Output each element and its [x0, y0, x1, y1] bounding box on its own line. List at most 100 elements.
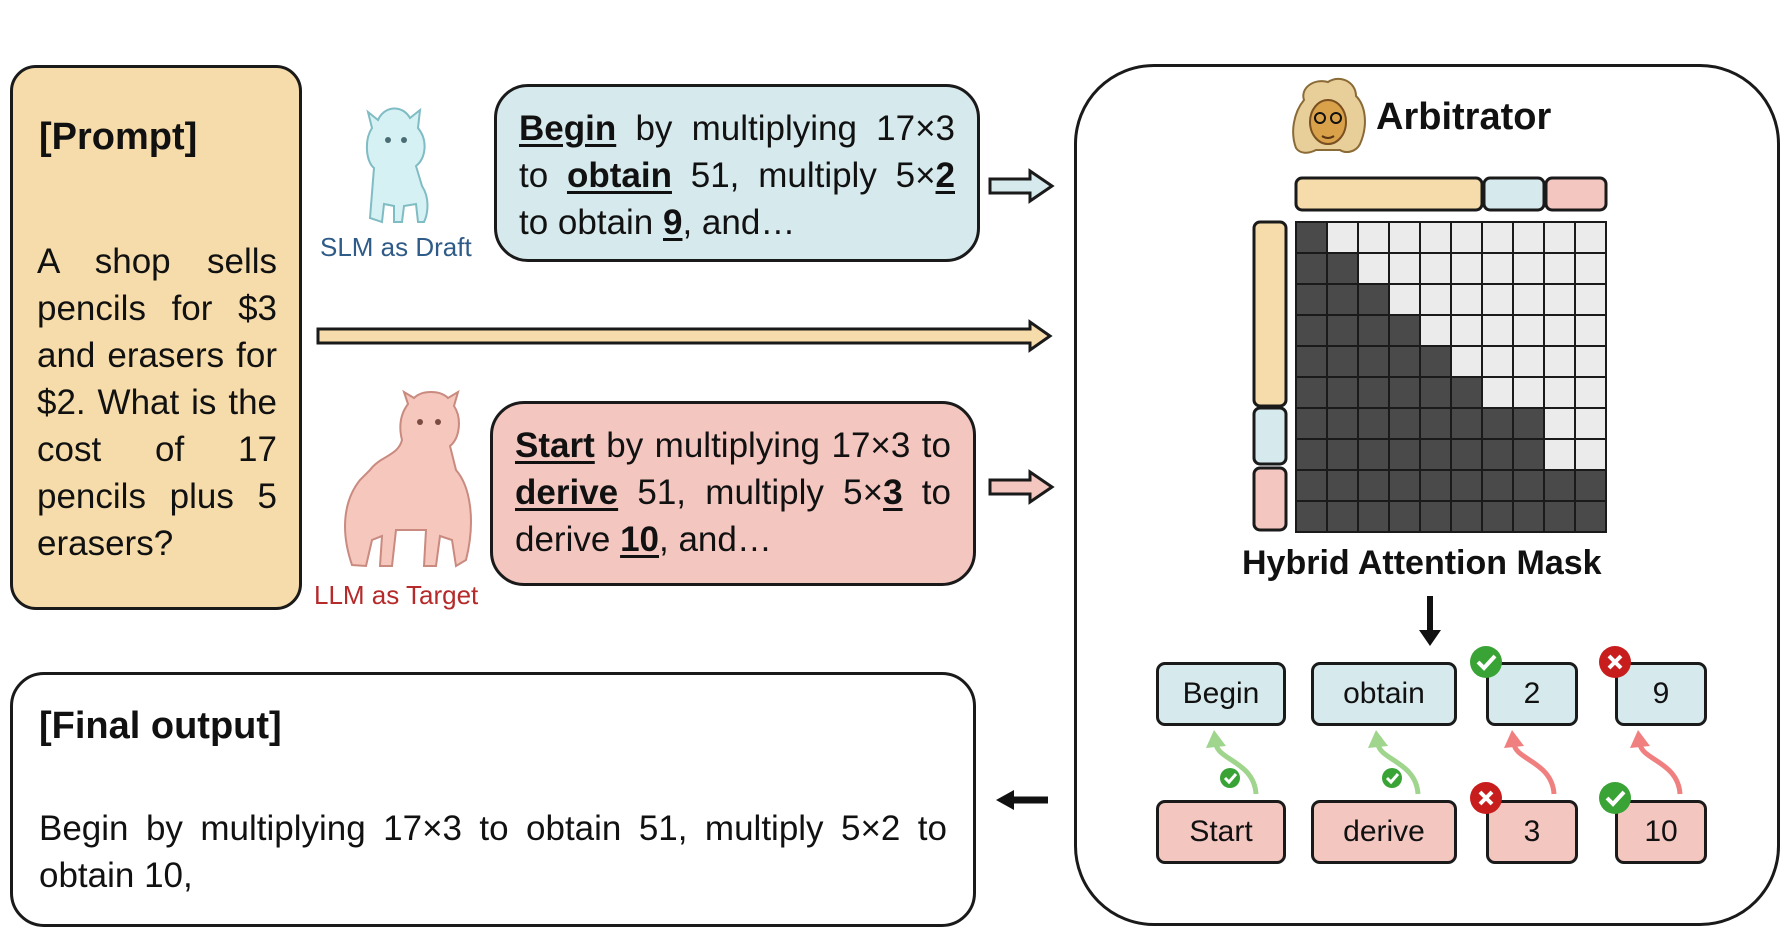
- attention-mask-row-bar: [1252, 220, 1288, 532]
- mask-cell: [1481, 407, 1514, 440]
- mask-cell: [1419, 283, 1452, 316]
- mask-cell: [1357, 345, 1390, 378]
- target-text-part: 51, multiply 5×: [618, 473, 884, 512]
- target-text-part: 3: [883, 473, 903, 512]
- target-text-part: derive: [515, 473, 619, 512]
- mask-cell: [1388, 221, 1421, 254]
- mask-cell: [1357, 252, 1390, 285]
- draft-text-part: 2: [935, 156, 955, 195]
- mask-cell: [1326, 376, 1359, 409]
- mask-cell: [1481, 438, 1514, 471]
- draft-text-part: Begin: [519, 109, 617, 148]
- mask-cell: [1295, 283, 1328, 316]
- mask-cell: [1512, 252, 1545, 285]
- mask-cell: [1419, 314, 1452, 347]
- mask-cell: [1295, 314, 1328, 347]
- mask-cell: [1419, 407, 1452, 440]
- mask-cell: [1295, 252, 1328, 285]
- draft-to-arbitrator-arrow: [988, 168, 1055, 204]
- mask-cell: [1388, 376, 1421, 409]
- target-model-label: LLM as Target: [314, 580, 479, 610]
- mask-cell: [1574, 221, 1607, 254]
- mask-cell: [1295, 221, 1328, 254]
- mask-cell: [1419, 252, 1452, 285]
- check-icon: [1470, 646, 1502, 678]
- mask-cell: [1450, 438, 1483, 471]
- mask-cell: [1481, 221, 1514, 254]
- llama-draft-icon: [366, 107, 429, 224]
- mask-cell: [1295, 376, 1328, 409]
- mask-cell: [1326, 314, 1359, 347]
- mask-to-tokens-arrow: [1419, 596, 1441, 646]
- final-output-title: [Final output]: [39, 705, 282, 747]
- mask-cell: [1450, 252, 1483, 285]
- draft-text-part: to obtain: [519, 203, 663, 242]
- mask-cell: [1574, 345, 1607, 378]
- cross-icon: [1599, 646, 1631, 678]
- mask-cell: [1357, 407, 1390, 440]
- mask-cell: [1512, 314, 1545, 347]
- target-token-3: 3: [1486, 800, 1578, 864]
- mask-cell: [1574, 469, 1607, 502]
- mask-cell: [1326, 500, 1359, 533]
- mask-cell: [1295, 500, 1328, 533]
- arbitrator-to-output-arrow: [996, 790, 1048, 810]
- mask-cell: [1450, 376, 1483, 409]
- mask-cell: [1326, 469, 1359, 502]
- final-output-box: [Final output] Begin by multiplying 17×3…: [10, 672, 976, 927]
- mask-cell: [1326, 283, 1359, 316]
- mask-cell: [1543, 314, 1576, 347]
- target-text-part: to derive: [515, 473, 951, 559]
- mask-cell: [1419, 500, 1452, 533]
- draft-text-part: 51, multiply 5×: [671, 156, 936, 195]
- final-output-text: Begin by multiplying 17×3 to obtain 51, …: [39, 809, 947, 895]
- mask-cell: [1450, 469, 1483, 502]
- draft-token-9: 9: [1615, 662, 1707, 726]
- target-token-derive: derive: [1311, 800, 1457, 864]
- target-to-arbitrator-arrow: [988, 469, 1055, 505]
- mask-cell: [1388, 252, 1421, 285]
- mask-cell: [1543, 252, 1576, 285]
- mask-cell: [1574, 283, 1607, 316]
- mask-cell: [1512, 469, 1545, 502]
- mask-cell: [1419, 345, 1452, 378]
- draft-model-label: SLM as Draft: [320, 232, 472, 262]
- mask-cell: [1574, 376, 1607, 409]
- mask-cell: [1357, 221, 1390, 254]
- mask-cell: [1543, 407, 1576, 440]
- mask-cell: [1388, 345, 1421, 378]
- target-token-start: Start: [1156, 800, 1286, 864]
- mask-cell: [1295, 469, 1328, 502]
- mask-cell: [1419, 221, 1452, 254]
- mask-cell: [1357, 500, 1390, 533]
- prompt-to-arbitrator-arrow: [316, 319, 1053, 353]
- link-arrow-derive-obtain: [1368, 730, 1421, 795]
- mask-cell: [1388, 500, 1421, 533]
- mask-cell: [1481, 469, 1514, 502]
- target-text-part: , and…: [659, 520, 772, 559]
- mask-cell: [1326, 345, 1359, 378]
- mask-cell: [1574, 252, 1607, 285]
- target-generation-text: Start by multiplying 17×3 to derive 51, …: [515, 422, 951, 563]
- attention-mask-column-bar: [1294, 176, 1608, 212]
- mask-cell: [1574, 314, 1607, 347]
- mask-cell: [1388, 438, 1421, 471]
- mask-cell: [1481, 376, 1514, 409]
- mask-cell: [1450, 345, 1483, 378]
- mask-cell: [1450, 221, 1483, 254]
- mask-cell: [1512, 345, 1545, 378]
- mask-cell: [1481, 500, 1514, 533]
- mask-cell: [1388, 469, 1421, 502]
- mask-cell: [1388, 314, 1421, 347]
- mask-cell: [1481, 252, 1514, 285]
- cross-icon: [1470, 782, 1502, 814]
- mask-cell: [1512, 376, 1545, 409]
- link-arrow-3-2: [1504, 730, 1557, 795]
- prompt-text: A shop sells pencils for $3 and erasers …: [37, 242, 277, 563]
- mask-cell: [1574, 407, 1607, 440]
- draft-generation-box: Begin by multiplying 17×3 to obtain 51, …: [494, 84, 980, 262]
- mask-cell: [1295, 345, 1328, 378]
- arbitrator-llama-icon: [1292, 77, 1366, 154]
- mask-cell: [1419, 469, 1452, 502]
- draft-token-begin: Begin: [1156, 662, 1286, 726]
